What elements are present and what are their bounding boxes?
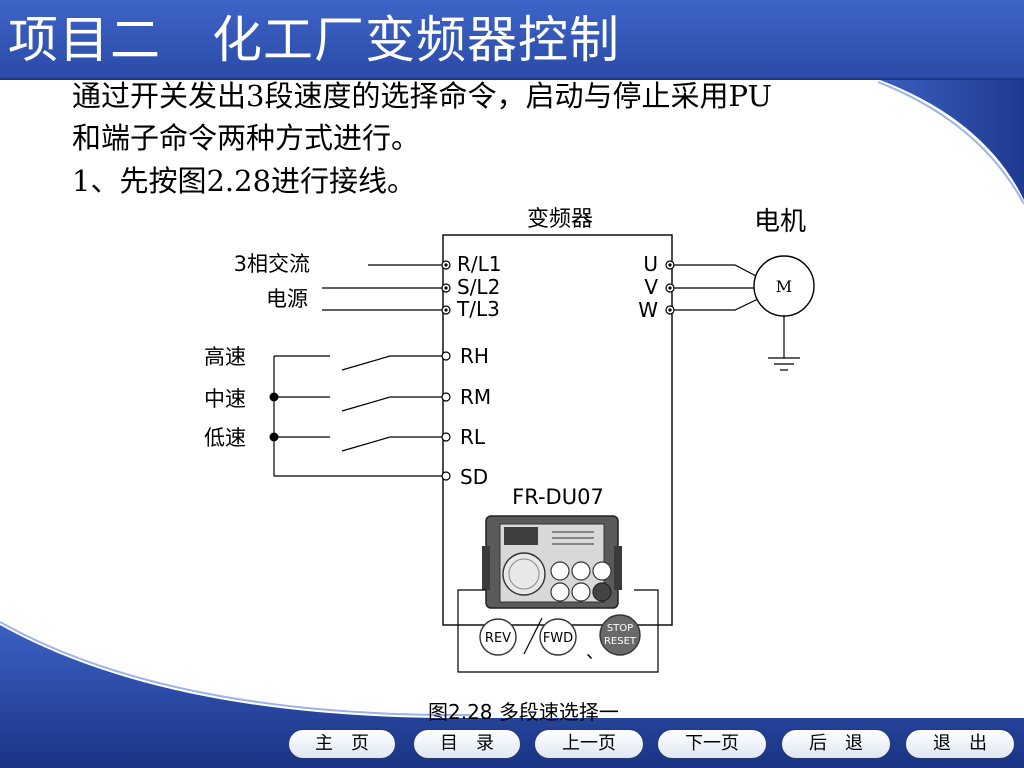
nav-home-button[interactable]: 主 页 <box>288 729 396 759</box>
terminal-w: W <box>638 298 658 322</box>
terminal-rh: RH <box>460 344 489 368</box>
terminal-r-l1: R/L1 <box>457 252 502 276</box>
body-text-line-1: 通过开关发出3段速度的选择命令，启动与停止采用PU <box>72 79 772 113</box>
motor-symbol-letter: M <box>776 277 792 296</box>
panel-model-label: FR-DU07 <box>512 485 604 509</box>
rev-button-label: REV <box>485 631 511 646</box>
title-bar <box>0 0 1024 80</box>
switch-wiring <box>273 355 443 477</box>
comma-separator: 、 <box>586 642 604 663</box>
page-title: 项目二 化工厂变频器控制 <box>8 11 620 69</box>
figure-caption: 图2.28 多段速选择一 <box>428 700 619 724</box>
output-terminals <box>665 260 675 315</box>
control-terminal-circles <box>441 351 451 481</box>
power-label-line-1: 3相交流 <box>234 252 310 276</box>
reset-button-label: RESET <box>604 636 637 647</box>
terminal-u: U <box>643 252 658 276</box>
wiring-diagram: 变频器 电机 3相交流 电源 R/L1 S/L2 T/L3 U V W <box>204 207 815 673</box>
junction-dot-mid <box>269 392 279 402</box>
nav-prev-page-button[interactable]: 上一页 <box>534 729 644 759</box>
terminal-s-l2: S/L2 <box>457 275 500 299</box>
speed-label-mid: 中速 <box>204 387 246 411</box>
speed-label-low: 低速 <box>204 426 246 450</box>
fwd-button-icon <box>539 618 577 656</box>
motor-wires <box>674 264 759 311</box>
nav-exit-button[interactable]: 退 出 <box>905 729 1015 759</box>
speed-label-high: 高速 <box>204 345 246 369</box>
motor-label: 电机 <box>754 207 806 237</box>
terminal-rm: RM <box>460 385 491 409</box>
slash-separator <box>523 617 543 655</box>
terminal-v: V <box>644 275 658 299</box>
body-text-line-2: 和端子命令两种方式进行。 <box>72 121 421 155</box>
nav-next-page-button[interactable]: 下一页 <box>657 729 767 759</box>
power-label-line-2: 电源 <box>266 287 308 311</box>
terminal-t-l3: T/L3 <box>456 297 500 321</box>
terminal-rl: RL <box>460 425 486 449</box>
nav-contents-button[interactable]: 目 录 <box>413 729 521 759</box>
ground-symbol <box>768 316 800 371</box>
fwd-button-label: FWD <box>543 631 573 646</box>
input-terminals <box>441 260 451 315</box>
rev-button-icon <box>479 618 517 656</box>
body-text-line-3: 1、先按图2.28进行接线。 <box>72 164 417 198</box>
junction-dot-low <box>269 432 279 442</box>
nav-back-button[interactable]: 后 退 <box>781 729 891 759</box>
stop-reset-button-icon <box>599 614 641 656</box>
terminal-sd: SD <box>460 465 488 489</box>
inverter-label: 变频器 <box>527 207 593 232</box>
stop-button-label: STOP <box>607 623 633 634</box>
operation-panel <box>482 515 622 609</box>
panel-callout-frame <box>457 589 659 673</box>
